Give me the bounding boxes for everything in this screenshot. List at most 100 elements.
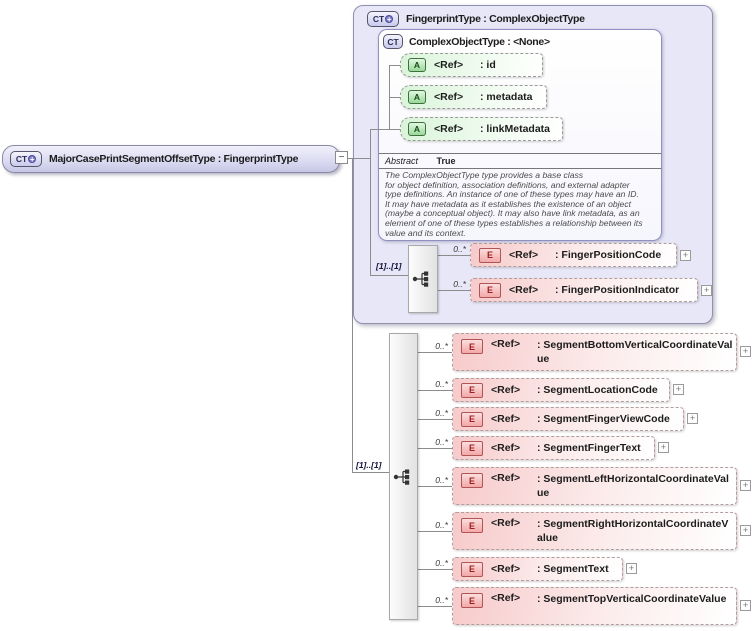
complex-type-icon: CT xyxy=(383,34,403,49)
element-icon: E xyxy=(479,282,501,298)
element-name: : SegmentRightHorizontalCoordinateValue xyxy=(537,518,729,544)
fingerprint-type-title: FingerprintType : ComplexObjectType xyxy=(406,13,585,25)
cardinality-label: 0..* xyxy=(435,595,448,605)
sequence-indicator[interactable] xyxy=(389,333,418,620)
sequence-icon xyxy=(393,469,409,485)
cardinality-label: 0..* xyxy=(435,558,448,568)
expand-toggle[interactable]: + xyxy=(626,563,637,574)
element-segmentfingertext[interactable]: E <Ref> : SegmentFingerText xyxy=(452,436,655,460)
expand-toggle[interactable]: + xyxy=(673,384,684,395)
element-icon: E xyxy=(461,518,483,533)
expand-toggle[interactable]: + xyxy=(701,285,712,296)
collapse-toggle[interactable]: − xyxy=(335,151,348,164)
element-icon: E xyxy=(461,440,483,456)
element-name: : SegmentLocationCode xyxy=(537,384,658,396)
element-ref: <Ref> xyxy=(509,249,539,261)
element-icon: E xyxy=(461,339,483,354)
element-ref: <Ref> xyxy=(491,472,521,484)
cardinality-label: 0..* xyxy=(435,475,448,485)
expand-toggle[interactable]: + xyxy=(687,413,698,424)
element-name: : SegmentFingerText xyxy=(537,442,641,454)
connector-line xyxy=(418,390,452,391)
attribute-icon: A xyxy=(408,58,426,72)
attribute-name: : id xyxy=(480,59,496,71)
cardinality-label: 0..* xyxy=(435,520,448,530)
element-ref: <Ref> xyxy=(491,517,521,529)
element-name: : SegmentFingerViewCode xyxy=(537,413,670,425)
complex-type-icon: CT+ xyxy=(10,151,42,167)
main-element-title: MajorCasePrintSegmentOffsetType : Finger… xyxy=(49,153,299,165)
expand-toggle[interactable]: + xyxy=(680,250,691,261)
connector-line xyxy=(418,448,452,449)
element-name: : FingerPositionCode xyxy=(555,249,662,261)
element-ref: <Ref> xyxy=(491,384,521,396)
connector-line xyxy=(389,129,400,130)
element-segmentbottomverticalcoordinatevalue[interactable]: E <Ref> : SegmentBottomVerticalCoordinat… xyxy=(452,333,737,371)
element-ref: <Ref> xyxy=(491,563,521,575)
connector-line xyxy=(389,97,400,98)
fingerprint-type-header: CT+ FingerprintType : ComplexObjectType xyxy=(360,11,585,27)
abstract-value: True xyxy=(436,156,456,166)
cardinality-label: 0..* xyxy=(435,379,448,389)
attribute-name: : linkMetadata xyxy=(480,123,551,135)
attribute-linkmetadata[interactable]: A <Ref> : linkMetadata xyxy=(400,117,563,141)
abstract-label: Abstract xyxy=(385,156,419,166)
divider xyxy=(379,168,661,169)
element-ref: <Ref> xyxy=(491,413,521,425)
expand-toggle[interactable]: + xyxy=(740,346,751,357)
cardinality-label: 0..* xyxy=(453,244,466,254)
sequence-indicator[interactable] xyxy=(408,245,438,313)
complex-type-icon: CT+ xyxy=(367,11,399,27)
complex-object-type-title: ComplexObjectType : <None> xyxy=(409,35,550,48)
element-icon: E xyxy=(461,593,483,608)
occurrence-label: [1]..[1] xyxy=(376,261,402,271)
element-fingerpositionindicator[interactable]: E <Ref> : FingerPositionIndicator xyxy=(470,278,698,302)
element-icon: E xyxy=(461,561,483,577)
attribute-ref: <Ref> xyxy=(434,91,464,103)
cardinality-label: 0..* xyxy=(453,279,466,289)
element-segmentfingerviewcode[interactable]: E <Ref> : SegmentFingerViewCode xyxy=(452,407,684,431)
occurrence-label: [1]..[1] xyxy=(356,460,382,470)
expand-toggle[interactable]: + xyxy=(658,442,669,453)
element-segmenttext[interactable]: E <Ref> : SegmentText xyxy=(452,557,623,581)
connector-line xyxy=(418,352,452,353)
cardinality-label: 0..* xyxy=(435,408,448,418)
connector-line xyxy=(370,275,408,276)
connector-line xyxy=(370,129,389,130)
element-segmentrighthorizontalcoordinatevalue[interactable]: E <Ref> : SegmentRightHorizontalCoordina… xyxy=(452,512,737,550)
expand-toggle[interactable]: + xyxy=(740,525,751,536)
connector-line xyxy=(370,129,371,275)
expand-toggle[interactable]: + xyxy=(740,480,751,491)
expand-toggle[interactable]: + xyxy=(740,600,751,611)
element-segmenttopverticalcoordinatevalue[interactable]: E <Ref> : SegmentTopVerticalCoordinateVa… xyxy=(452,587,737,625)
element-name: : SegmentTopVerticalCoordinateValue xyxy=(537,593,727,605)
sequence-icon xyxy=(412,271,429,287)
element-ref: <Ref> xyxy=(491,338,521,350)
element-fingerpositioncode[interactable]: E <Ref> : FingerPositionCode xyxy=(470,243,677,267)
connector-line xyxy=(352,158,353,473)
element-ref: <Ref> xyxy=(509,284,539,296)
connector-line xyxy=(418,419,452,420)
element-segmentlefthorizontalcoordinatevalue[interactable]: E <Ref> : SegmentLeftHorizontalCoordinat… xyxy=(452,467,737,505)
connector-line xyxy=(418,486,452,487)
element-name: : SegmentText xyxy=(537,563,609,575)
element-name: : SegmentBottomVerticalCoordinateValue xyxy=(537,339,733,365)
connector-line xyxy=(352,472,389,473)
attribute-name: : metadata xyxy=(480,91,533,103)
type-description: The ComplexObjectType type provides a ba… xyxy=(385,170,643,238)
element-icon: E xyxy=(461,473,483,488)
attribute-ref: <Ref> xyxy=(434,59,464,71)
connector-line xyxy=(438,255,470,256)
element-majorcaseprintsegmentoffsettype[interactable]: CT+ MajorCasePrintSegmentOffsetType : Fi… xyxy=(2,145,340,173)
complex-object-type-header: CT ComplexObjectType : <None> xyxy=(383,34,550,49)
cardinality-label: 0..* xyxy=(435,341,448,351)
attribute-id[interactable]: A <Ref> : id xyxy=(400,53,543,77)
element-name: : SegmentLeftHorizontalCoordinateValue xyxy=(537,473,729,499)
attribute-ref: <Ref> xyxy=(434,123,464,135)
abstract-row: Abstract True xyxy=(385,156,655,166)
connector-line xyxy=(418,569,452,570)
attribute-metadata[interactable]: A <Ref> : metadata xyxy=(400,85,547,109)
element-ref: <Ref> xyxy=(491,592,521,604)
element-segmentlocationcode[interactable]: E <Ref> : SegmentLocationCode xyxy=(452,378,670,402)
